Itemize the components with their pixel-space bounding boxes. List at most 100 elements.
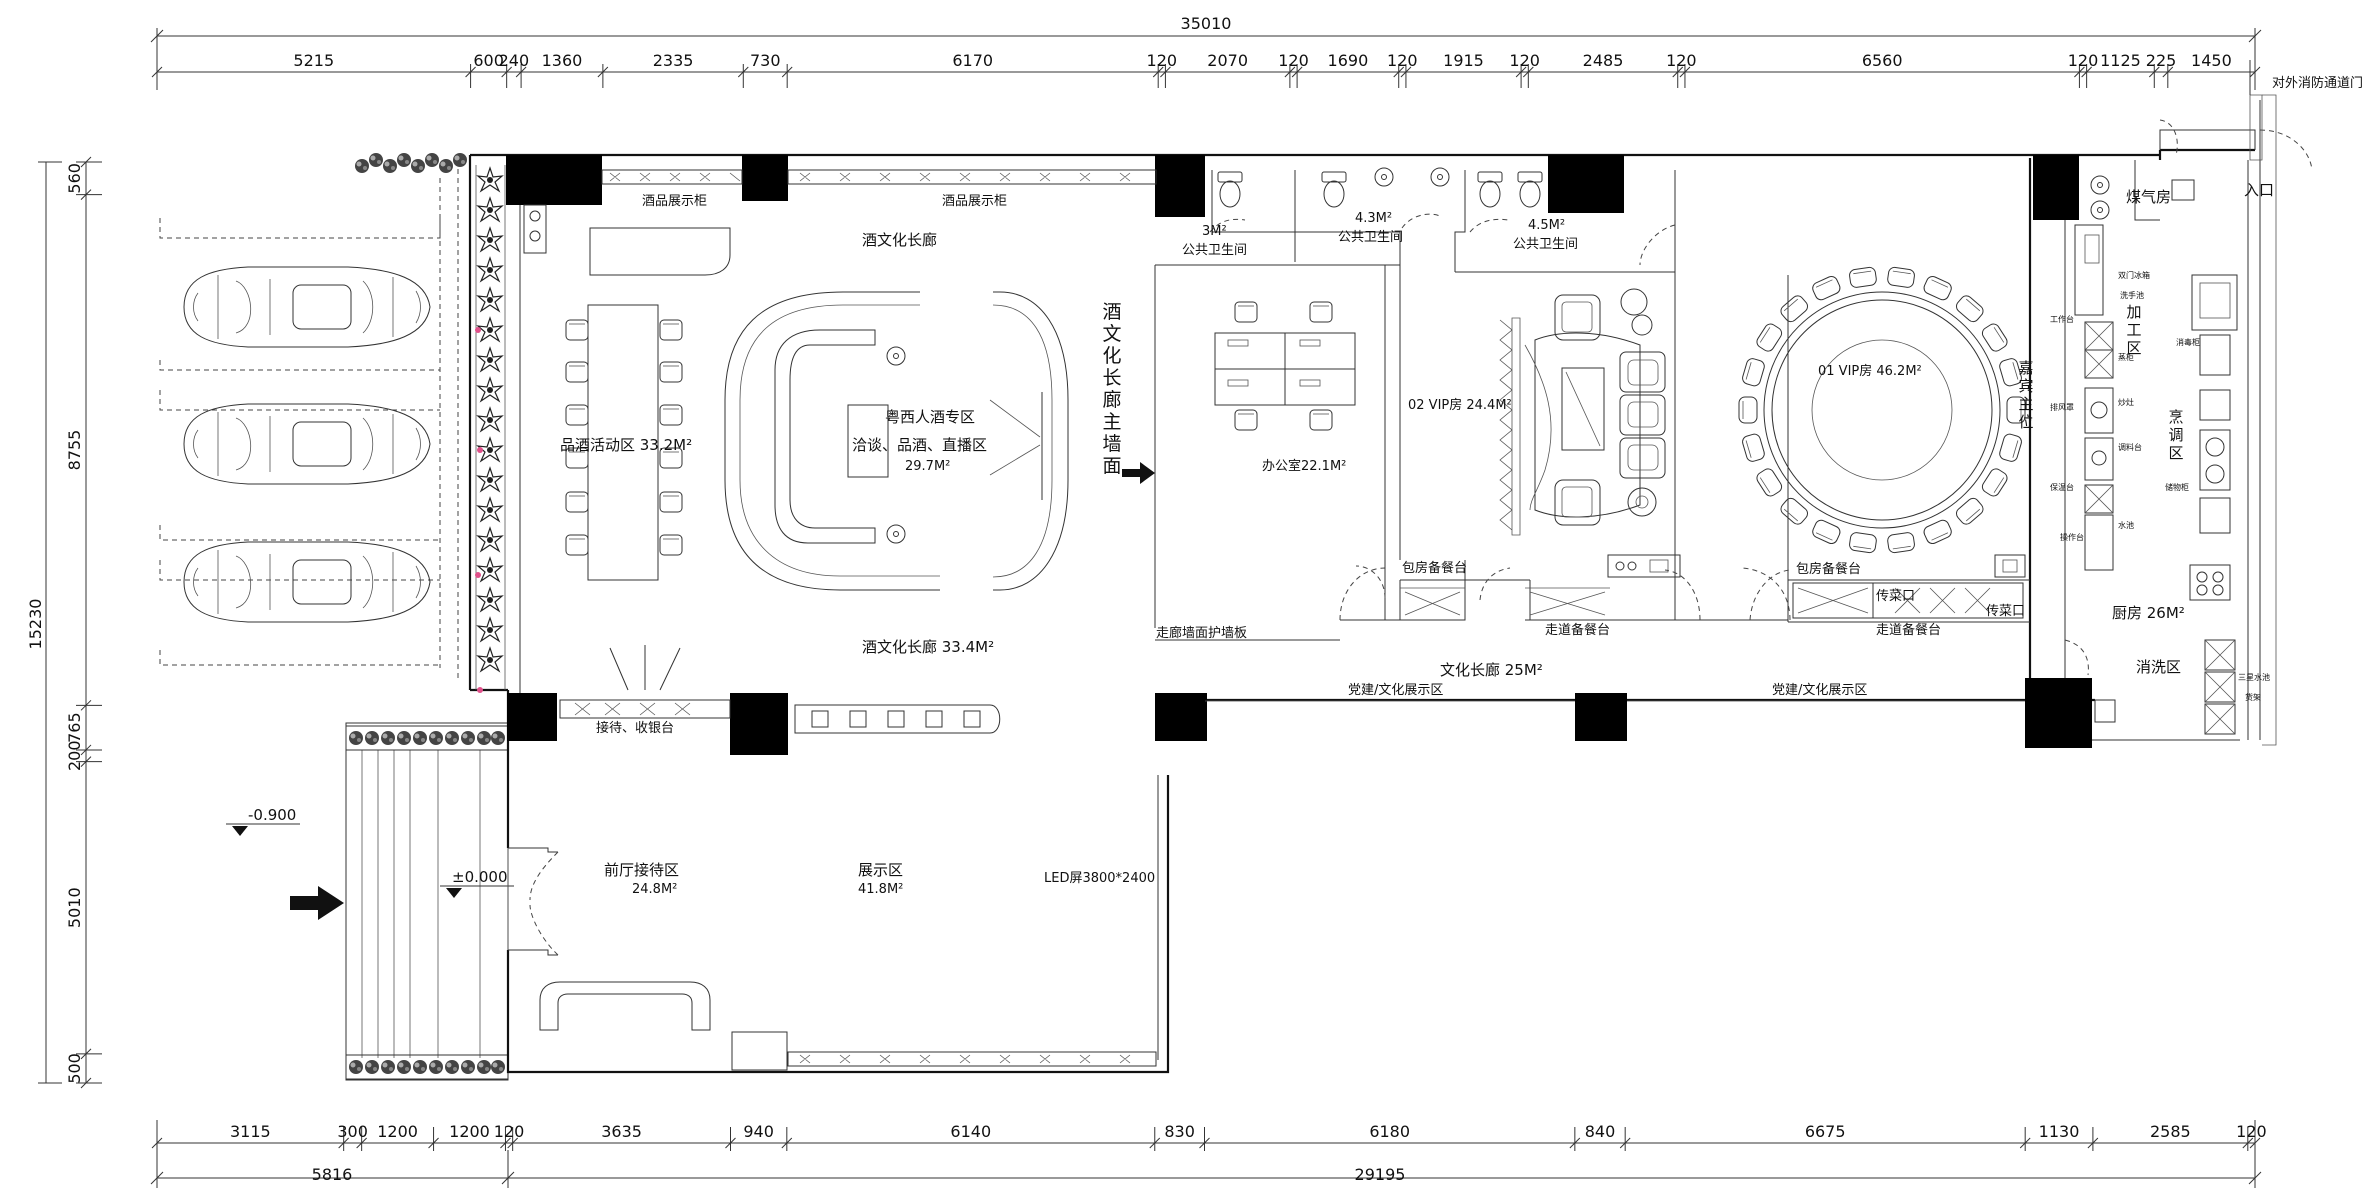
wine-cabinet-label-2: 酒品展示柜: [942, 194, 1007, 209]
top-dim-12: 1915: [1443, 51, 1484, 70]
gas-room-label: 煤气房: [2126, 188, 2171, 206]
vip-chair: [1740, 432, 1767, 464]
top-dim-20: 1450: [2191, 51, 2232, 70]
svg-text:±0.000: ±0.000: [452, 868, 508, 886]
top-dim-5: 730: [750, 51, 781, 70]
culture-corridor-label: 文化长廊 25M²: [1440, 661, 1543, 679]
vip-chair: [1886, 266, 1916, 289]
left-dim-4: 5010: [65, 887, 84, 928]
entrance-ramp: [345, 722, 509, 1081]
wc2-size: 4.3M²: [1355, 211, 1392, 226]
top-dim-16: 6560: [1862, 51, 1903, 70]
top-dim-2: 240: [499, 51, 530, 70]
exhibit-size: 41.8M²: [858, 882, 903, 897]
vip-chair: [1778, 495, 1811, 528]
reception-label: 接待、收银台: [596, 720, 674, 736]
bottom-dim-13: 2585: [2150, 1122, 2191, 1141]
wine-gallery-bottom-label: 酒文化长廊 33.4M²: [862, 638, 994, 656]
reception-counter: [559, 645, 731, 719]
kitchen-tag: 调料台: [2118, 442, 2142, 452]
vip-chair: [1738, 396, 1758, 424]
exhibit-label: 展示区: [858, 861, 903, 879]
bottom-total-left: 5816: [312, 1165, 353, 1184]
planter-bottom-entrance: [349, 1060, 505, 1074]
bar-counter-top: [589, 227, 731, 276]
tasting-area-label: 品酒活动区 33.2M²: [560, 436, 692, 454]
bottom-dim-6: 940: [743, 1122, 774, 1141]
top-dim-1: 600: [473, 51, 504, 70]
kitchen-equipment: [2064, 60, 2313, 735]
bottom-dim-4: 120: [494, 1122, 525, 1141]
office-label: 办公室22.1M²: [1262, 458, 1346, 474]
parked-car-1: [183, 266, 431, 348]
wc3-size: 4.5M²: [1528, 218, 1565, 233]
kitchen-tag: 储物柜: [2165, 482, 2189, 492]
guest-seat-label: 嘉宾主位: [2018, 359, 2033, 431]
top-dim-14: 2485: [1583, 51, 1624, 70]
vip1-label: 01 VIP房 46.2M²: [1818, 363, 1922, 379]
cooking-area-label: 烹调区: [2168, 408, 2183, 462]
kitchen-tag: 保温台: [2050, 482, 2074, 492]
left-dim-0: 560: [65, 163, 84, 194]
left-dim-1: 8755: [65, 430, 84, 471]
bottom-dim-2: 1200: [377, 1122, 418, 1141]
tasting-long-table: [565, 304, 683, 581]
vip-chair: [1979, 466, 2010, 499]
display-cabinets-bottom: [787, 1051, 1157, 1067]
process-area-label: 加工区: [2126, 303, 2141, 357]
left-dim-5: 500: [65, 1053, 84, 1084]
vip2-furniture: [1499, 288, 1681, 578]
wc-label-2: 公共卫生间: [1338, 230, 1403, 245]
kitchen-tag: 炒灶: [2118, 397, 2134, 407]
left-dim-3: 200: [65, 741, 84, 772]
bottom-dim-8: 830: [1164, 1122, 1195, 1141]
vip-chair: [1778, 292, 1811, 325]
display-cases-front: [794, 704, 1001, 734]
bottom-dim-11: 6675: [1805, 1122, 1846, 1141]
bottom-dim-14: 120: [2236, 1122, 2267, 1141]
bottom-dim-9: 6180: [1369, 1122, 1410, 1141]
vip-chair: [1953, 292, 1986, 325]
top-dim-0: 5215: [293, 51, 334, 70]
parked-car-3: [183, 541, 431, 623]
top-dim-13: 120: [1509, 51, 1540, 70]
bottom-dim-5: 3635: [601, 1122, 642, 1141]
kitchen-tag: 洗手池: [2120, 290, 2144, 300]
main-wall-arrow-icon: [1122, 462, 1155, 484]
top-dim-3: 1360: [542, 51, 583, 70]
left-total-label: 15230: [26, 599, 45, 650]
facade-planting: [475, 165, 506, 693]
top-dim-6: 6170: [952, 51, 993, 70]
party-display-label-1: 党建/文化展示区: [1348, 683, 1443, 698]
kitchen-tag: 双门冰箱: [2118, 270, 2150, 280]
kitchen-tag: 工作台: [2050, 314, 2074, 324]
bottom-dim-10: 840: [1585, 1122, 1616, 1141]
vip-chair: [1953, 495, 1986, 528]
vip-chair: [1979, 321, 2010, 354]
vip-chair: [1848, 531, 1878, 554]
vip-chair: [1921, 274, 1954, 303]
entrance-arrow-icon: [290, 886, 344, 920]
live-area-title: 粤西人酒专区: [885, 408, 975, 426]
top-dim-4: 2335: [653, 51, 694, 70]
top-dim-8: 2070: [1207, 51, 1248, 70]
bottom-dim-3: 1200: [449, 1122, 490, 1141]
bottom-total-right: 29195: [1355, 1165, 1406, 1184]
restrooms: [1209, 167, 1676, 266]
bottom-dim-12: 1130: [2039, 1122, 2080, 1141]
wash-area-label: 消洗区: [2136, 658, 2181, 676]
vip-chair: [1754, 466, 1785, 499]
kitchen-tag: 消毒柜: [2176, 337, 2200, 347]
wc-small-size: 3M²: [1202, 224, 1227, 239]
vip2-doors: [1355, 565, 1791, 621]
vip-chair: [1754, 321, 1785, 354]
vip-chair: [1886, 531, 1916, 554]
vip-chair: [1810, 517, 1843, 546]
front-hall-label: 前厅接待区: [604, 861, 679, 879]
led-screen-label: LED屏3800*2400: [1044, 871, 1155, 886]
top-dim-18: 1125: [2100, 51, 2141, 70]
left-total-dimension: 15230: [26, 161, 62, 1084]
left-dim-2: 765: [65, 712, 84, 743]
